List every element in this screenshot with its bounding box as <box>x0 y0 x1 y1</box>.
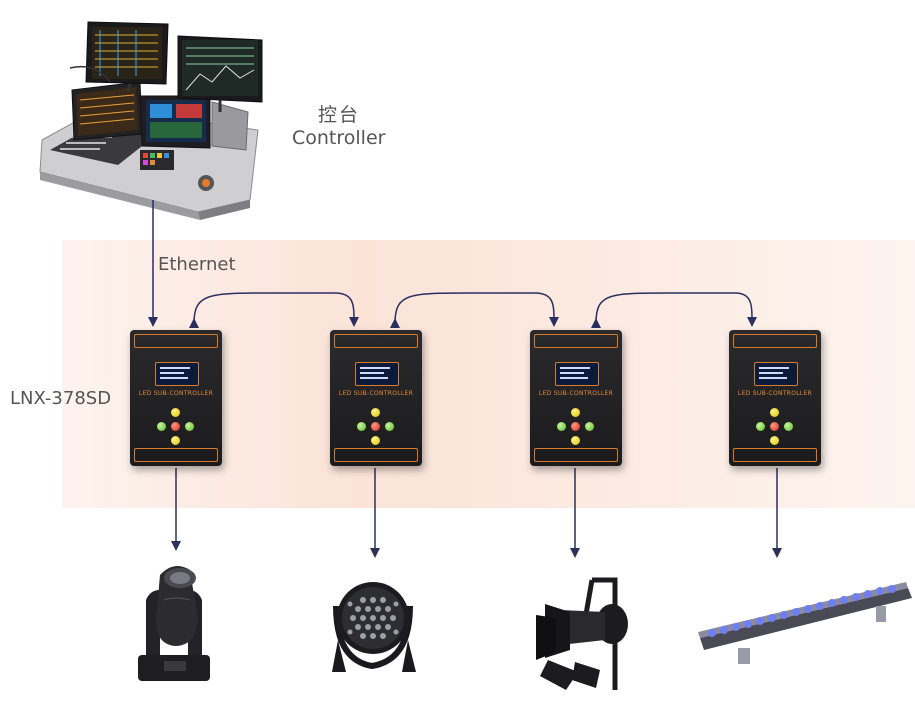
lcd-screen <box>155 362 199 386</box>
left-button <box>357 422 366 431</box>
top-port-panel <box>134 334 218 348</box>
lcd-screen <box>754 362 798 386</box>
enter-button <box>171 422 180 431</box>
sub-controller-1: LED SUB-CONTROLLER <box>130 330 222 466</box>
top-port-panel <box>733 334 817 348</box>
chain-link-2-3 <box>389 292 559 329</box>
down-button <box>770 436 779 445</box>
right-button <box>585 422 594 431</box>
right-button <box>784 422 793 431</box>
controller-label-cn: 控台 <box>318 104 361 126</box>
up-button <box>371 408 380 417</box>
lcd-screen <box>355 362 399 386</box>
right-button <box>185 422 194 431</box>
enter-button <box>571 422 580 431</box>
panel-title: LED SUB-CONTROLLER <box>138 390 214 397</box>
sub-controller-3: LED SUB-CONTROLLER <box>530 330 622 466</box>
down-button <box>571 436 580 445</box>
left-button <box>756 422 765 431</box>
panel-title: LED SUB-CONTROLLER <box>338 390 414 397</box>
ethernet-label: Ethernet <box>158 254 236 275</box>
panel-title: LED SUB-CONTROLLER <box>538 390 614 397</box>
left-button <box>157 422 166 431</box>
bottom-port-panel <box>334 448 418 462</box>
bottom-port-panel <box>534 448 618 462</box>
chain-link-3-4 <box>590 292 757 329</box>
up-button <box>571 408 580 417</box>
sub-controller-2: LED SUB-CONTROLLER <box>330 330 422 466</box>
top-port-panel <box>334 334 418 348</box>
down-button <box>371 436 380 445</box>
top-port-panel <box>534 334 618 348</box>
par-can-icon <box>332 582 416 672</box>
chain-link-1-2 <box>188 292 359 329</box>
right-button <box>385 422 394 431</box>
moving-head-icon <box>138 566 210 681</box>
up-button <box>770 408 779 417</box>
profile-spot-icon <box>536 577 628 690</box>
controller-label-en: Controller <box>292 127 386 149</box>
model-label: LNX-378SD <box>10 388 112 409</box>
up-button <box>171 408 180 417</box>
sub-controller-4: LED SUB-CONTROLLER <box>729 330 821 466</box>
enter-button <box>770 422 779 431</box>
bottom-port-panel <box>733 448 817 462</box>
lcd-screen <box>555 362 599 386</box>
down-button <box>171 436 180 445</box>
panel-title: LED SUB-CONTROLLER <box>737 390 813 397</box>
left-button <box>557 422 566 431</box>
enter-button <box>371 422 380 431</box>
wall-washer-bar-icon <box>698 582 912 664</box>
bottom-port-panel <box>134 448 218 462</box>
